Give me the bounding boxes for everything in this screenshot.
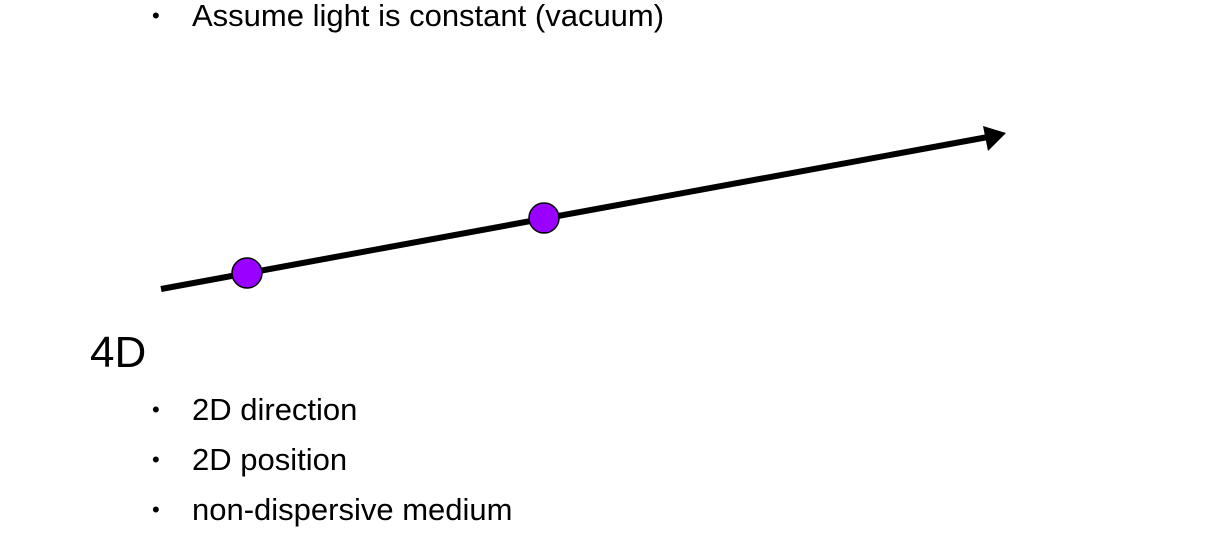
bullet-dot: • — [152, 447, 160, 472]
bullet-dot: • — [152, 3, 160, 28]
light-ray-line — [160, 134, 989, 292]
section-heading-4d: 4D — [90, 328, 147, 377]
bullet-text: 2D position — [192, 442, 348, 477]
bullet-dot: • — [152, 497, 160, 522]
ray-arrowhead — [983, 126, 1006, 151]
bullet-text: 2D direction — [192, 392, 358, 427]
bullet-dot: • — [152, 397, 160, 422]
bullet-item-direction: • 2D direction — [152, 390, 357, 430]
bullet-text: Assume light is constant (vacuum) — [192, 0, 665, 33]
bullet-item-medium: • non-dispersive medium — [152, 490, 512, 530]
ray-point-2 — [528, 202, 560, 234]
bullet-item-assume-light: • Assume light is constant (vacuum) — [152, 0, 664, 36]
bullet-text: non-dispersive medium — [192, 492, 513, 527]
ray-point-1 — [231, 257, 263, 289]
bullet-item-position: • 2D position — [152, 440, 347, 480]
